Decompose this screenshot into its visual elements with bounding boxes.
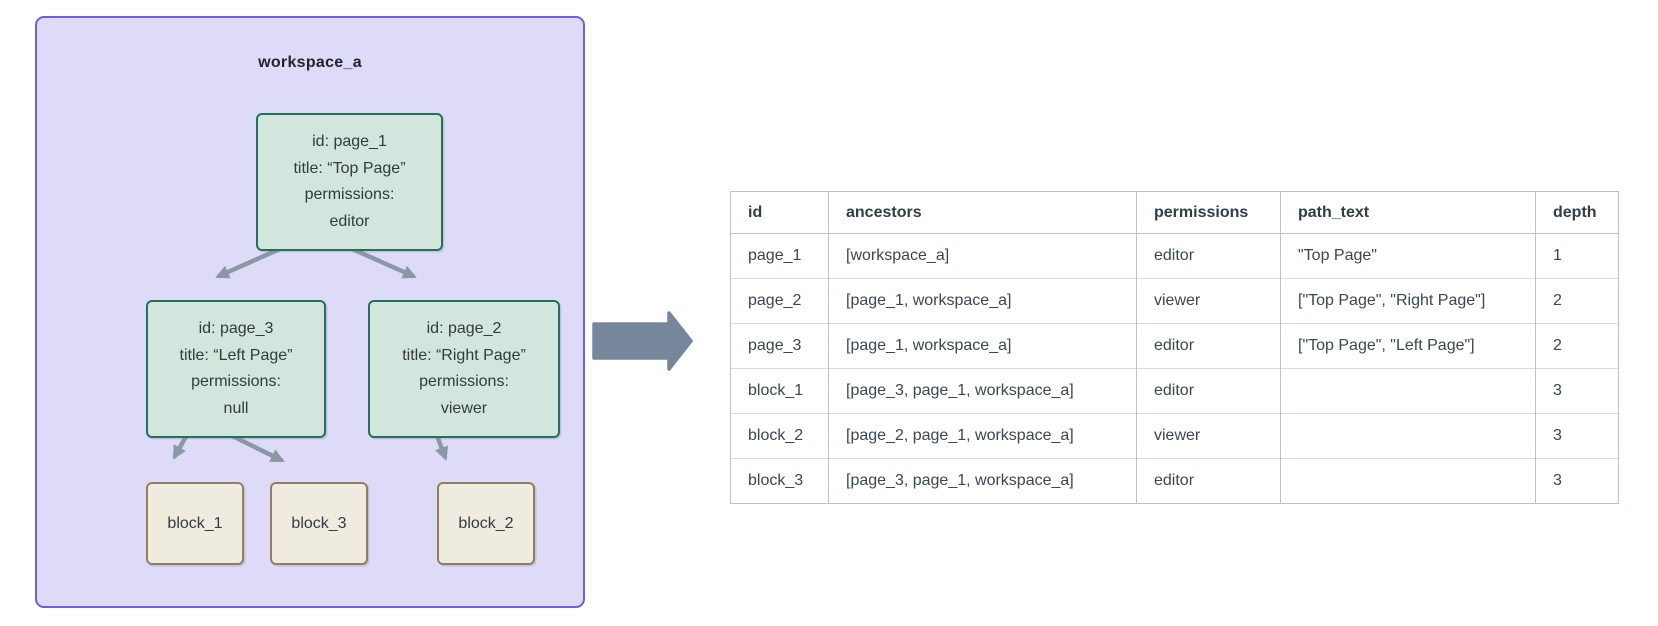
node-line-permissions: permissions: [191, 373, 281, 390]
node-page-3: id: page_3 title: “Left Page” permission… [146, 300, 326, 438]
cell-depth: 2 [1535, 278, 1619, 324]
cell-depth: 2 [1535, 323, 1619, 369]
cell-permissions: viewer [1136, 413, 1281, 459]
node-line-permissions: permissions: [304, 186, 395, 203]
cell-permissions: viewer [1136, 278, 1281, 324]
node-line-permission-value: editor [329, 212, 370, 230]
node-line-title: title: “Right Page” [402, 346, 526, 364]
cell-path-text [1280, 368, 1536, 414]
block-label: block_3 [291, 514, 347, 532]
cell-permissions: editor [1136, 458, 1281, 504]
cell-path-text: "Top Page" [1280, 233, 1536, 279]
column-header-id: id [730, 191, 829, 234]
table-row: page_1 [workspace_a] editor "Top Page" 1 [730, 233, 1619, 279]
block-label: block_2 [458, 514, 514, 532]
node-page-2: id: page_2 title: “Right Page” permissio… [368, 300, 560, 438]
cell-ancestors: [page_1, workspace_a] [828, 323, 1137, 369]
node-line-id: id: page_1 [312, 133, 387, 150]
cell-permissions: editor [1136, 233, 1281, 279]
cell-depth: 1 [1535, 233, 1619, 279]
column-header-ancestors: ancestors [828, 191, 1137, 234]
cell-id: page_2 [730, 278, 829, 324]
cell-permissions: editor [1136, 323, 1281, 369]
node-line-title: title: “Left Page” [179, 346, 293, 364]
cell-depth: 3 [1535, 458, 1619, 504]
node-block-1: block_1 [146, 482, 244, 565]
column-header-path-text: path_text [1280, 191, 1536, 234]
table-row: block_3 [page_3, page_1, workspace_a] ed… [730, 458, 1619, 504]
node-block-3: block_3 [270, 482, 368, 565]
column-header-depth: depth [1535, 191, 1619, 234]
workspace-container: workspace_a id: page_1 title: “Top Page”… [35, 16, 585, 608]
table-header-row: id ancestors permissions path_text depth [730, 191, 1619, 234]
cell-id: block_1 [730, 368, 829, 414]
cell-permissions: editor [1136, 368, 1281, 414]
table-row: block_1 [page_3, page_1, workspace_a] ed… [730, 368, 1619, 414]
workspace-title: workspace_a [258, 54, 362, 71]
node-line-permissions: permissions: [419, 373, 509, 390]
cell-id: page_3 [730, 323, 829, 369]
cell-depth: 3 [1535, 413, 1619, 459]
flow-right-arrow-icon [592, 311, 693, 371]
cell-path-text: ["Top Page", "Left Page"] [1280, 323, 1536, 369]
node-line-permission-value: null [223, 399, 249, 417]
cell-path-text [1280, 458, 1536, 504]
table-row: page_2 [page_1, workspace_a] viewer ["To… [730, 278, 1619, 324]
block-label: block_1 [167, 514, 223, 532]
node-page-1: id: page_1 title: “Top Page” permissions… [256, 113, 443, 251]
cell-id: block_3 [730, 458, 829, 504]
cell-ancestors: [workspace_a] [828, 233, 1137, 279]
cell-id: block_2 [730, 413, 829, 459]
cell-path-text: ["Top Page", "Right Page"] [1280, 278, 1536, 324]
cell-path-text [1280, 413, 1536, 459]
node-block-2: block_2 [437, 482, 535, 565]
ancestors-result-table: id ancestors permissions path_text depth… [730, 191, 1619, 504]
cell-ancestors: [page_3, page_1, workspace_a] [828, 368, 1137, 414]
table-row: page_3 [page_1, workspace_a] editor ["To… [730, 323, 1619, 369]
node-line-title: title: “Top Page” [293, 159, 406, 177]
node-line-permission-value: viewer [440, 399, 488, 417]
cell-id: page_1 [730, 233, 829, 279]
cell-ancestors: [page_1, workspace_a] [828, 278, 1137, 324]
node-line-id: id: page_3 [198, 320, 274, 337]
cell-depth: 3 [1535, 368, 1619, 414]
cell-ancestors: [page_2, page_1, workspace_a] [828, 413, 1137, 459]
table-row: block_2 [page_2, page_1, workspace_a] vi… [730, 413, 1619, 459]
node-line-id: id: page_2 [426, 320, 502, 337]
column-header-permissions: permissions [1136, 191, 1281, 234]
cell-ancestors: [page_3, page_1, workspace_a] [828, 458, 1137, 504]
